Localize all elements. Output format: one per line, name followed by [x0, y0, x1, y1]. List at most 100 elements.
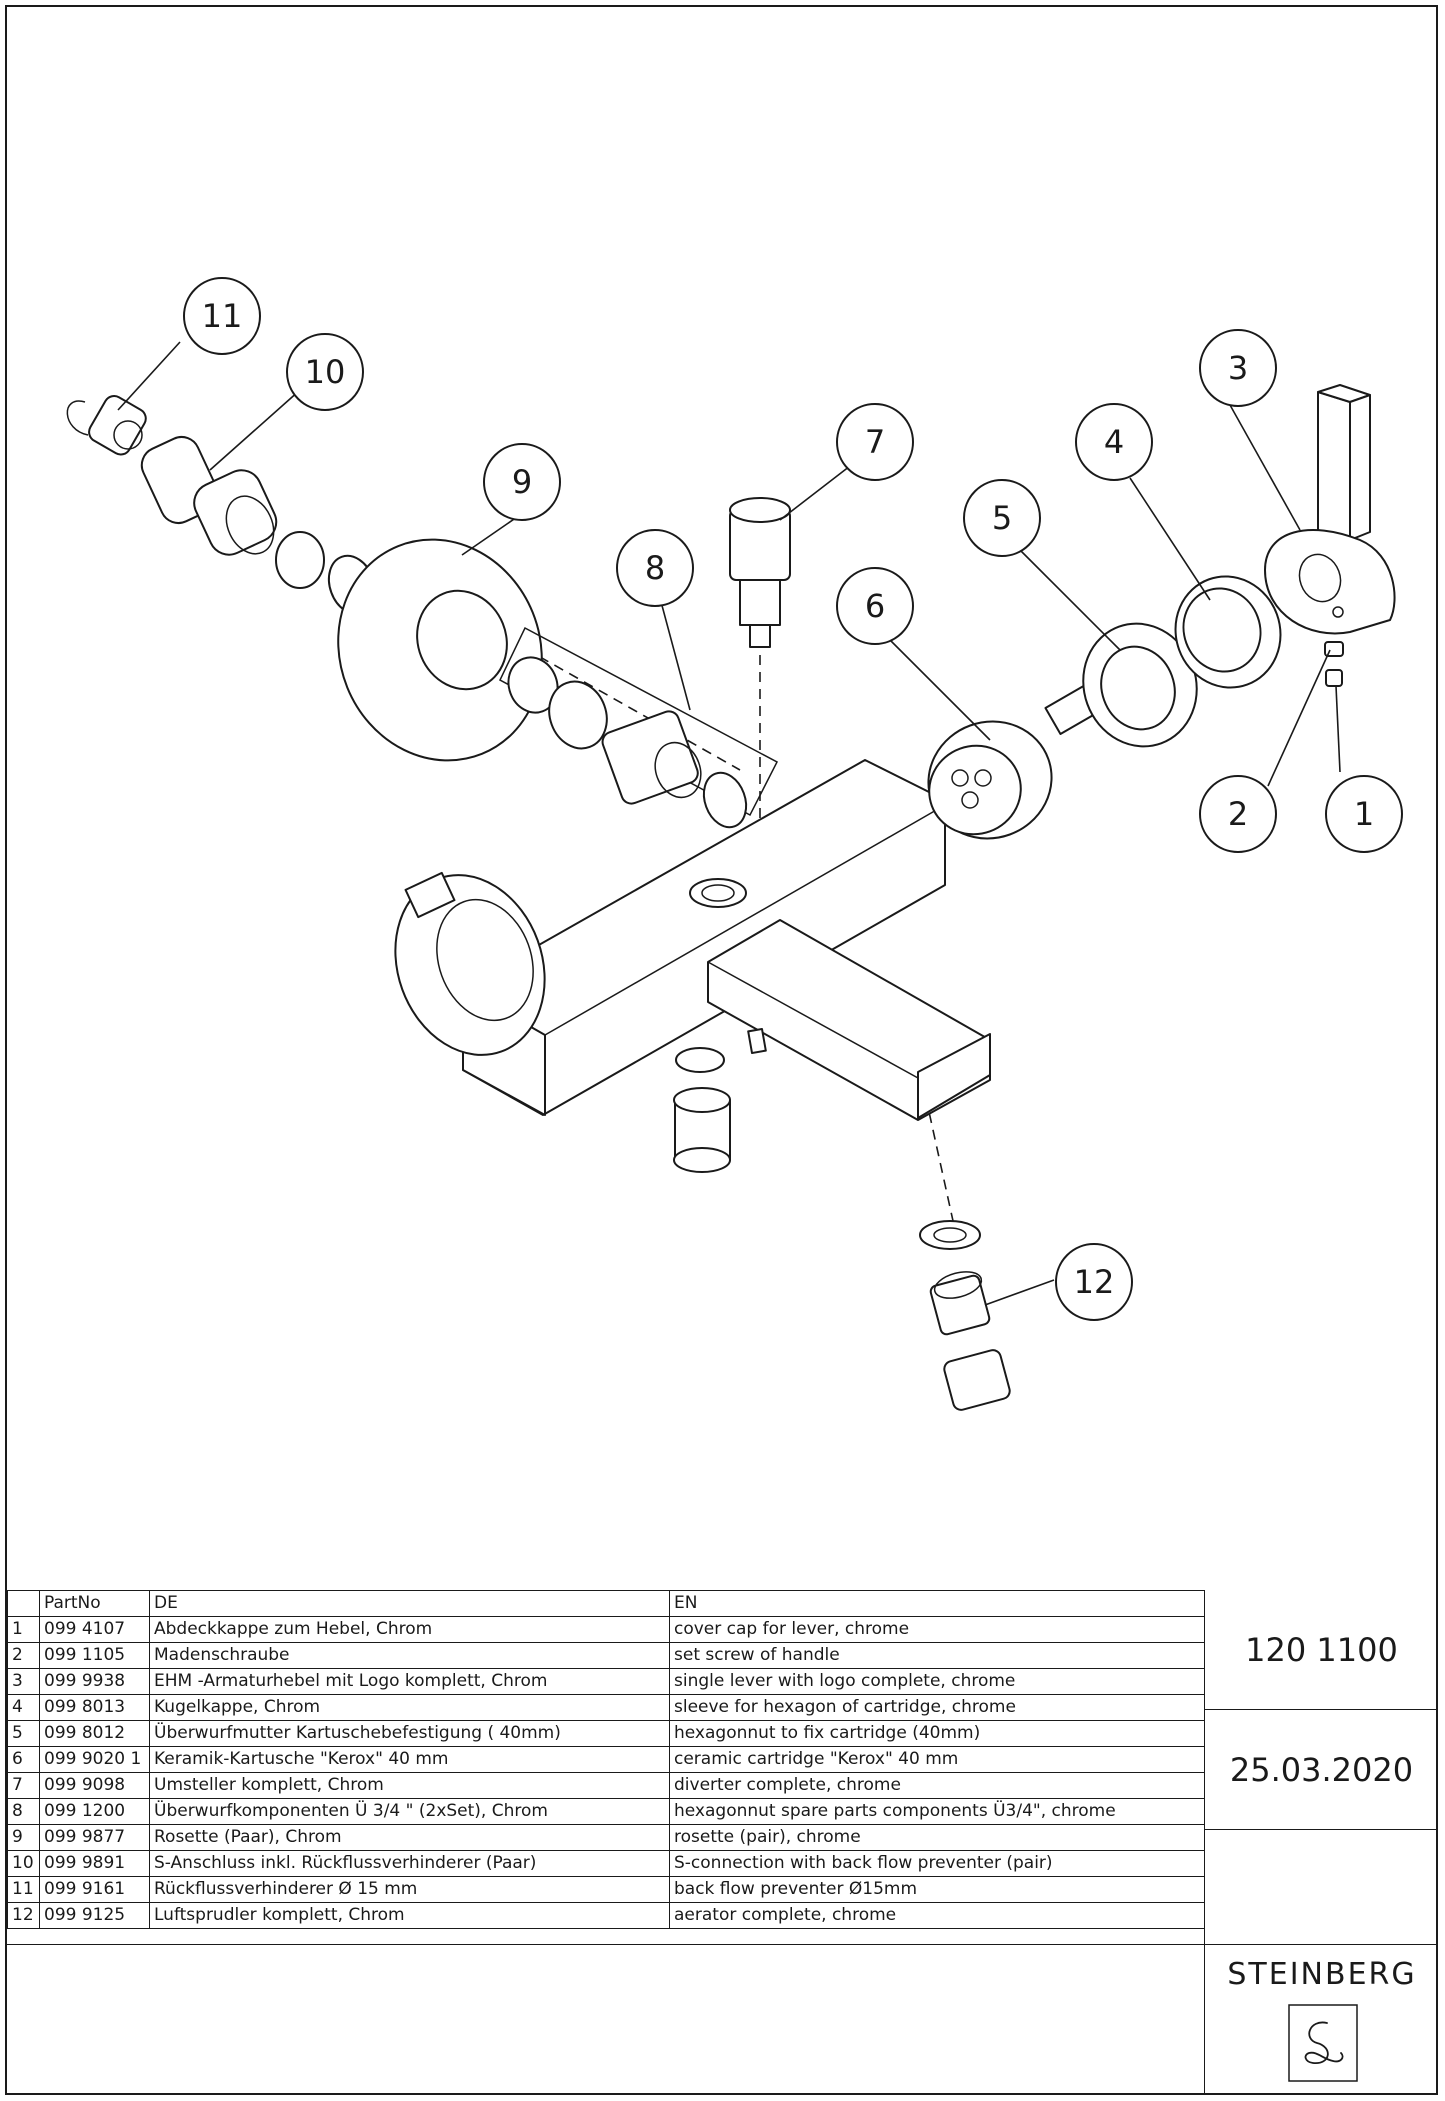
spout	[707, 919, 991, 1121]
row-index: 12	[7, 1902, 40, 1929]
leader-6	[889, 639, 991, 741]
part-6-ceramic-cartridge	[927, 684, 1101, 840]
row-description-en: single lever with logo complete, chrome	[669, 1668, 1205, 1695]
table-bottom-line	[7, 1944, 1204, 1945]
part-4-sleeve	[1174, 575, 1282, 689]
row-description-de: EHM -Armaturhebel mit Logo komplett, Chr…	[149, 1668, 670, 1695]
part-1-cover-cap	[1325, 669, 1343, 687]
row-description-en: cover cap for lever, chrome	[669, 1616, 1205, 1643]
svg-text:8: 8	[645, 549, 665, 587]
leader-11	[117, 341, 181, 411]
header-index	[7, 1590, 40, 1617]
row-part-no: 099 1200	[39, 1798, 150, 1825]
row-description-en: aerator complete, chrome	[669, 1902, 1205, 1929]
row-description-en: back flow preventer Ø15mm	[669, 1876, 1205, 1903]
svg-text:10: 10	[305, 353, 346, 391]
drawing-date: 25.03.2020	[1204, 1710, 1438, 1830]
row-description-de: Rückflussverhinderer Ø 15 mm	[149, 1876, 670, 1903]
row-index: 3	[7, 1668, 40, 1695]
svg-text:5: 5	[992, 499, 1012, 537]
svg-text:6: 6	[865, 587, 885, 625]
row-description-de: Kugelkappe, Chrom	[149, 1694, 670, 1721]
row-part-no: 099 9125	[39, 1902, 150, 1929]
part-8-hexagonnut-components	[499, 626, 779, 829]
svg-text:3: 3	[1228, 349, 1248, 387]
part-12-aerator	[919, 1220, 1011, 1411]
svg-text:11: 11	[202, 297, 243, 335]
row-description-en: ceramic cartridge "Kerox" 40 mm	[669, 1746, 1205, 1773]
leader-8	[659, 597, 691, 711]
callout-2: 2	[1199, 775, 1277, 853]
row-description-en: sleeve for hexagon of cartridge, chrome	[669, 1694, 1205, 1721]
callout-7: 7	[836, 403, 914, 481]
parts-table-header: PartNo DE EN	[7, 1590, 1205, 1617]
callout-4: 4	[1075, 403, 1153, 481]
body-o-ring	[675, 1047, 725, 1073]
leader-2	[1267, 649, 1331, 787]
callout-12: 12	[1055, 1243, 1133, 1321]
leader-10	[209, 389, 301, 471]
header-de: DE	[149, 1590, 670, 1617]
title-block-blank	[1204, 1830, 1438, 1945]
callout-9: 9	[483, 443, 561, 521]
row-description-en: rosette (pair), chrome	[669, 1824, 1205, 1851]
row-description-de: Überwurfkomponenten Ü 3/4 " (2xSet), Chr…	[149, 1798, 670, 1825]
row-part-no: 099 9938	[39, 1668, 150, 1695]
callout-11: 11	[183, 277, 261, 355]
row-part-no: 099 9877	[39, 1824, 150, 1851]
part-7-diverter	[729, 497, 791, 648]
header-en: EN	[669, 1590, 1205, 1617]
row-description-de: S-Anschluss inkl. Rückflussverhinderer (…	[149, 1850, 670, 1877]
callout-3: 3	[1199, 329, 1277, 407]
part-9-rosette	[337, 538, 543, 762]
row-description-de: Madenschraube	[149, 1642, 670, 1669]
bottom-connector	[673, 1087, 731, 1173]
row-index: 8	[7, 1798, 40, 1825]
row-description-de: Umsteller komplett, Chrom	[149, 1772, 670, 1799]
row-index: 5	[7, 1720, 40, 1747]
row-description-de: Abdeckkappe zum Hebel, Chrom	[149, 1616, 670, 1643]
leader-1	[1335, 685, 1341, 773]
row-description-de: Rosette (Paar), Chrom	[149, 1824, 670, 1851]
row-index: 9	[7, 1824, 40, 1851]
callout-8: 8	[616, 529, 694, 607]
row-description-de: Luftsprudler komplett, Chrom	[149, 1902, 670, 1929]
row-description-en: set screw of handle	[669, 1642, 1205, 1669]
row-index: 11	[7, 1876, 40, 1903]
callout-6: 6	[836, 567, 914, 645]
row-description-en: hexagonnut spare parts components Ü3/4",…	[669, 1798, 1205, 1825]
row-part-no: 099 8013	[39, 1694, 150, 1721]
part-5-hexagon-nut	[1082, 622, 1198, 748]
leader-5	[1019, 549, 1121, 651]
brand-block: STEINBERG	[1204, 1945, 1438, 2093]
row-description-en: diverter complete, chrome	[669, 1772, 1205, 1799]
svg-text:1: 1	[1354, 795, 1374, 833]
header-part-no: PartNo	[39, 1590, 150, 1617]
drawing-frame	[5, 5, 1438, 2095]
svg-text:2: 2	[1228, 795, 1248, 833]
row-index: 10	[7, 1850, 40, 1877]
row-description-en: S-connection with back flow preventer (p…	[669, 1850, 1205, 1877]
leader-9	[461, 514, 521, 556]
svg-text:4: 4	[1104, 423, 1124, 461]
leader-12	[984, 1279, 1055, 1306]
callout-10: 10	[286, 333, 364, 411]
brand-logo-icon	[1288, 2004, 1358, 2082]
row-index: 7	[7, 1772, 40, 1799]
row-part-no: 099 9161	[39, 1876, 150, 1903]
exploded-view-drawing: 11 10 9 8 7 6 5 4 3 2 1 12	[66, 277, 1403, 1411]
row-part-no: 099 9098	[39, 1772, 150, 1799]
row-index: 1	[7, 1616, 40, 1643]
svg-text:9: 9	[512, 463, 532, 501]
callout-1: 1	[1325, 775, 1403, 853]
